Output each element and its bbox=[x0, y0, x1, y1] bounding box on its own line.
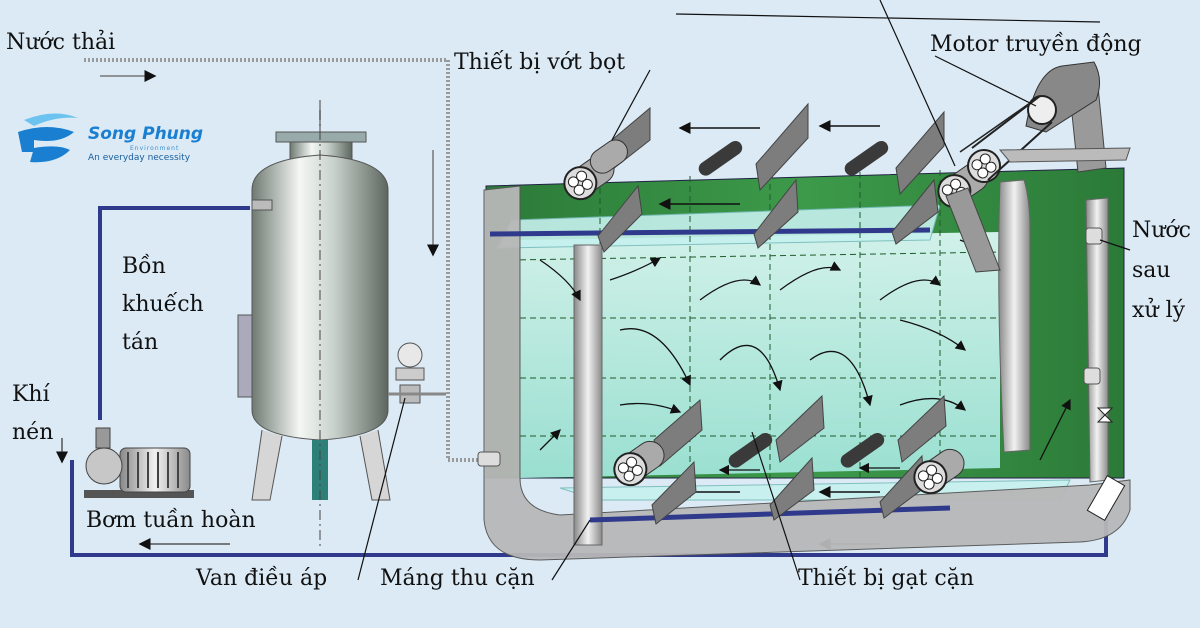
label-sludge-trough: Máng thu cặn bbox=[380, 566, 535, 591]
valve-icon bbox=[388, 342, 446, 404]
logo-mark bbox=[18, 113, 78, 163]
flow-arrow-icon bbox=[539, 239, 1071, 476]
label-waste-water: Nước thải bbox=[6, 30, 116, 55]
label-skimmer: Thiết bị vớt bọt bbox=[454, 50, 626, 75]
outlet-valve-icon bbox=[1086, 407, 1126, 522]
logo-name: Song Phung bbox=[88, 124, 204, 144]
motor-icon bbox=[945, 61, 1131, 273]
label-pressure-valve: Van điều áp bbox=[196, 566, 328, 591]
roller-icon bbox=[563, 139, 1001, 495]
label-treated-water-1: Nước bbox=[1132, 218, 1191, 243]
label-diffusion-tank-1: Bồn bbox=[122, 254, 166, 279]
label-sludge-scraper: Thiết bị gạt cặn bbox=[798, 566, 974, 591]
label-diffusion-tank-3: tán bbox=[122, 330, 159, 355]
logo-tagline: An everyday necessity bbox=[88, 153, 191, 163]
label-circulation-pump: Bơm tuần hoàn bbox=[86, 508, 256, 533]
label-compressed-air-1: Khí bbox=[12, 382, 50, 407]
label-treated-water-2: sau bbox=[1132, 258, 1171, 283]
label-compressed-air-2: nén bbox=[12, 420, 54, 445]
diffusion-tank bbox=[237, 110, 391, 550]
surface-flow-arrows bbox=[658, 120, 880, 498]
pump-icon bbox=[84, 427, 194, 498]
label-diffusion-tank-2: khuếch bbox=[122, 292, 204, 317]
leader-lines bbox=[357, 0, 1131, 581]
logo-subtitle: Environment bbox=[130, 145, 180, 152]
logo: Song Phung Environment An everyday neces… bbox=[12, 112, 212, 172]
scraper-blades bbox=[597, 102, 947, 525]
flotation-basin bbox=[477, 167, 1131, 561]
label-drive-motor: Motor truyền động bbox=[930, 32, 1142, 57]
label-treated-water-3: xử lý bbox=[1132, 298, 1186, 323]
